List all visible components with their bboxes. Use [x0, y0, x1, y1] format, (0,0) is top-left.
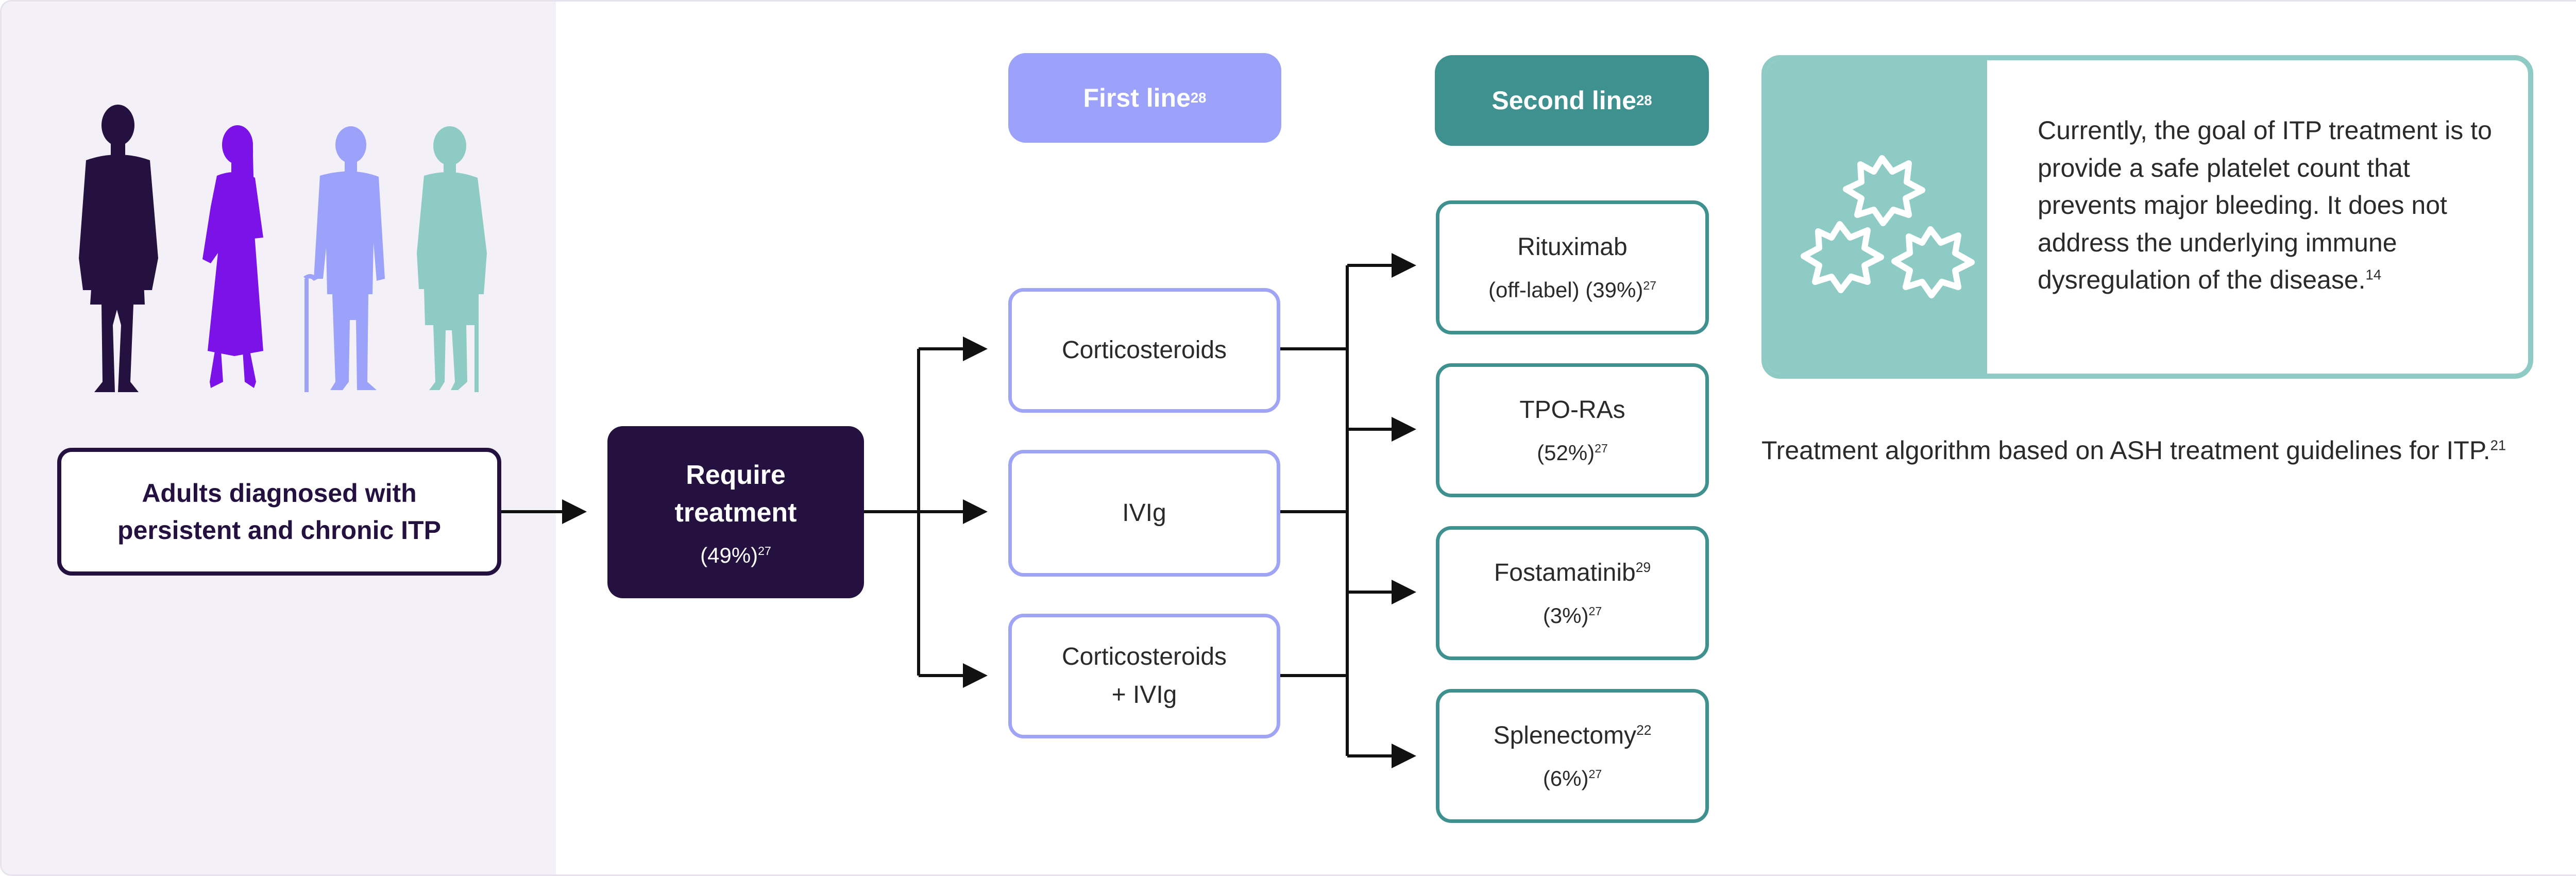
second-line-option-detail: (off-label) (39%)27 — [1488, 277, 1657, 302]
second-line-option-name: Rituximab — [1517, 233, 1628, 261]
first-line-header-label: First line — [1083, 83, 1191, 112]
caption-ref: 21 — [2490, 437, 2506, 453]
require-ref: 27 — [758, 544, 771, 558]
first-line-option-label: Corticosteroids — [1061, 336, 1227, 364]
population-box: Adults diagnosed with persistent and chr… — [57, 448, 501, 576]
second-line-option-detail: (3%)27 — [1543, 603, 1602, 628]
population-panel: Adults diagnosed with persistent and chr… — [2, 2, 556, 874]
require-label-line2: treatment — [674, 498, 797, 528]
info-text: Currently, the goal of ITP treatment is … — [2038, 116, 2492, 294]
man-silhouette-icon — [79, 105, 158, 392]
info-ref: 14 — [2365, 266, 2382, 283]
first-line-option-label: IVIg — [1122, 499, 1166, 527]
platelets-icon — [1801, 155, 1975, 298]
elderly-woman-silhouette-icon — [417, 126, 487, 392]
population-label-line1: Adults diagnosed with — [142, 478, 417, 508]
first-line-option-ivig: IVIg — [1008, 450, 1280, 577]
elderly-man-silhouette-icon — [303, 126, 385, 392]
first-line-option-label-line1: Corticosteroids — [1061, 643, 1227, 670]
second-line-option-name: Splenectomy22 — [1493, 722, 1652, 750]
second-line-option-tpo-ras: TPO-RAs (52%)27 — [1436, 363, 1709, 497]
second-line-option-detail: (6%)27 — [1543, 766, 1602, 790]
second-line-option-rituximab: Rituximab (off-label) (39%)27 — [1436, 200, 1709, 334]
info-icon-panel — [1767, 60, 1987, 374]
second-line-header-label: Second line — [1492, 86, 1637, 115]
second-line-option-splenectomy: Splenectomy22 (6%)27 — [1436, 689, 1709, 823]
first-line-option-corticosteroids: Corticosteroids — [1008, 288, 1280, 413]
info-callout: Currently, the goal of ITP treatment is … — [1761, 55, 2533, 379]
second-line-option-name: Fostamatinib29 — [1494, 559, 1651, 587]
woman-silhouette-icon — [202, 125, 263, 388]
second-line-option-name: TPO-RAs — [1519, 396, 1625, 424]
require-treatment-box: Require treatment (49%)27 — [607, 426, 864, 598]
second-line-option-fostamatinib: Fostamatinib29 (3%)27 — [1436, 526, 1709, 660]
population-label-line2: persistent and chronic ITP — [117, 516, 441, 545]
first-line-option-combination: Corticosteroids + IVIg — [1008, 614, 1280, 738]
second-line-option-detail: (52%)27 — [1537, 440, 1608, 465]
require-label-line1: Require — [686, 460, 786, 491]
figure-caption: Treatment algorithm based on ASH treatme… — [1761, 436, 2506, 465]
require-percent: (49%)27 — [700, 543, 771, 567]
first-line-option-label-line2: + IVIg — [1111, 681, 1177, 709]
